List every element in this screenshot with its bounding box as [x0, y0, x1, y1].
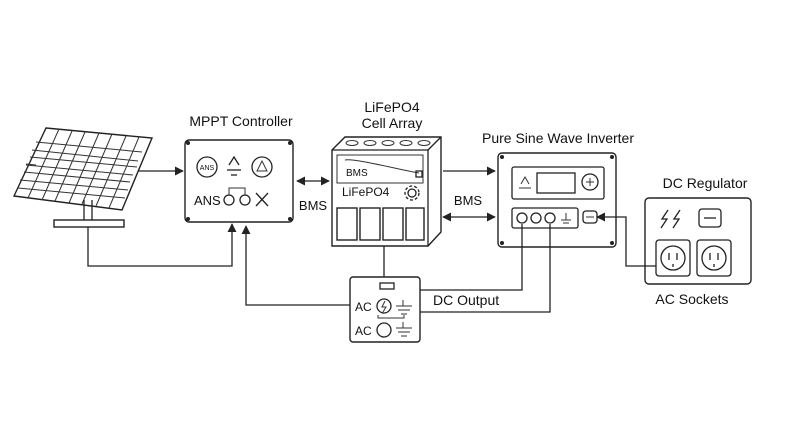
ground-symbol-icon	[561, 213, 571, 224]
battery-bms-label: BMS	[346, 168, 368, 179]
ac-socket-left	[655, 239, 691, 277]
inverter-sockets-arrow	[596, 212, 656, 267]
cell-array-title-line1: LiFePO4	[364, 99, 419, 115]
terminal-icon	[516, 212, 528, 224]
dc-output-row1-label: AC	[355, 300, 372, 314]
bms-left-label: BMS	[299, 198, 328, 213]
gear-icon	[404, 185, 420, 201]
terminal-icon	[544, 212, 556, 224]
dc-output-unit: AC AC	[349, 276, 421, 343]
terminal-icon	[530, 212, 542, 224]
power-button-icon	[581, 173, 599, 191]
cell-array-title-line2: Cell Array	[362, 115, 423, 131]
dc-output-label: DC Output	[433, 292, 499, 308]
ground-symbol-icon	[396, 322, 412, 337]
mppt-controller: ANS ANS	[184, 139, 294, 223]
lightning-icon	[376, 298, 392, 314]
dc-output-to-mppt-arrow	[241, 225, 350, 306]
battery-body-label: LiFePO4	[342, 185, 390, 199]
solar-panel	[12, 127, 154, 228]
inverter-title: Pure Sine Wave Inverter	[482, 130, 634, 146]
dc-regulator	[644, 197, 752, 285]
minus-button-icon	[698, 208, 722, 228]
ground-symbol-icon	[227, 155, 241, 176]
mppt-side-label: ANS	[194, 193, 221, 208]
dc-output-row2-label: AC	[355, 324, 372, 338]
ac-socket-right	[696, 239, 732, 277]
inverter	[497, 152, 617, 248]
ground-symbol-icon	[519, 175, 531, 189]
mppt-controller-title: MPPT Controller	[189, 113, 293, 129]
ground-symbol-icon	[396, 300, 412, 315]
mppt-badge-text: ANS	[200, 165, 215, 172]
bms-right-label: BMS	[454, 193, 483, 208]
inverter-display	[536, 172, 576, 194]
ans-badge-icon	[196, 156, 218, 178]
connections	[87, 166, 656, 313]
warning-icon	[251, 156, 273, 178]
close-icon	[255, 192, 269, 207]
dc-regulator-title: DC Regulator	[663, 175, 748, 191]
battery-pack: BMS LiFePO4	[331, 136, 442, 247]
ac-sockets-label: AC Sockets	[655, 291, 728, 307]
lightning-icon	[660, 209, 681, 229]
socket-icon	[376, 322, 392, 338]
solar-return-arrow	[87, 223, 237, 267]
